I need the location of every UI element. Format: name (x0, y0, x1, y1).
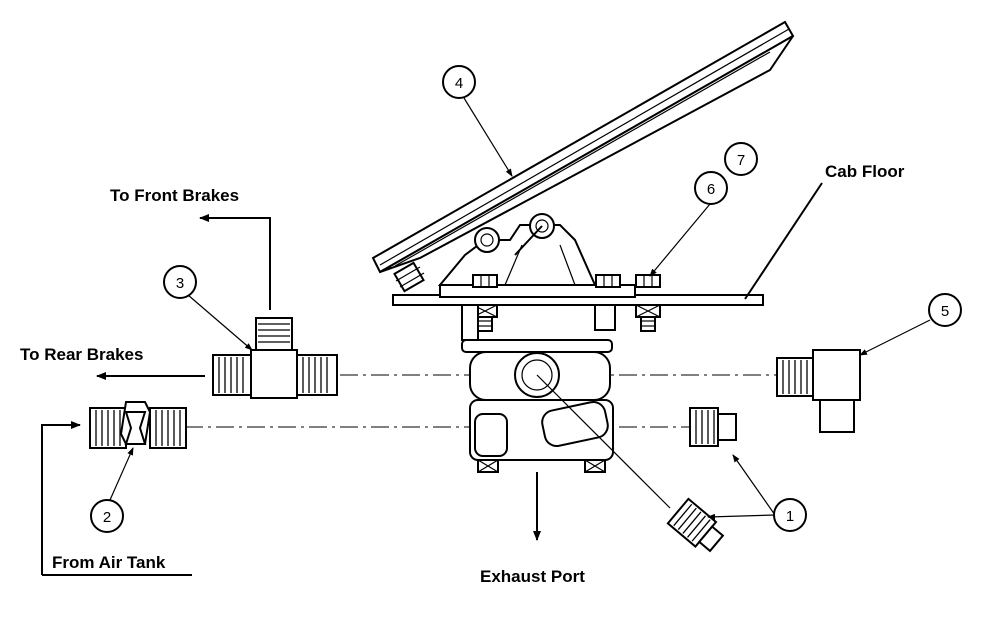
port-plug-right (689, 407, 737, 447)
callout-2: 2 (90, 447, 134, 533)
front-brakes-label: To Front Brakes (110, 186, 239, 205)
svg-text:7: 7 (737, 152, 745, 169)
callout-3: 3 (163, 265, 253, 351)
mounting-studs (472, 304, 661, 332)
front-brakes-arrow (199, 214, 271, 310)
callout-4: 4 (442, 65, 513, 177)
treadle-pedal (371, 20, 795, 293)
svg-text:1: 1 (786, 508, 794, 525)
brake-valve-body (461, 304, 616, 541)
svg-text:2: 2 (103, 509, 111, 526)
callout-1: 1 (707, 454, 807, 532)
tee-fitting (212, 317, 338, 399)
cab-floor-label: Cab Floor (825, 162, 905, 181)
exhaust-plug-axis (536, 374, 671, 509)
cab-floor-leader (744, 182, 823, 300)
callout-7: 7 (724, 142, 758, 176)
callout-6: 6 (649, 171, 728, 277)
air-tank-arrow (41, 421, 81, 575)
svg-text:4: 4 (455, 75, 463, 92)
supply-union-fitting (89, 401, 187, 449)
svg-text:6: 6 (707, 181, 715, 198)
elbow-fitting (776, 349, 861, 433)
port-plug-exhaust (666, 497, 725, 553)
svg-text:3: 3 (176, 275, 184, 292)
exhaust-port-label: Exhaust Port (480, 567, 585, 586)
air-tank-label: From Air Tank (52, 553, 166, 572)
svg-text:5: 5 (941, 303, 949, 320)
valve-mount-bracket (437, 213, 661, 298)
rear-brakes-label: To Rear Brakes (20, 345, 143, 364)
callout-5: 5 (859, 293, 962, 356)
